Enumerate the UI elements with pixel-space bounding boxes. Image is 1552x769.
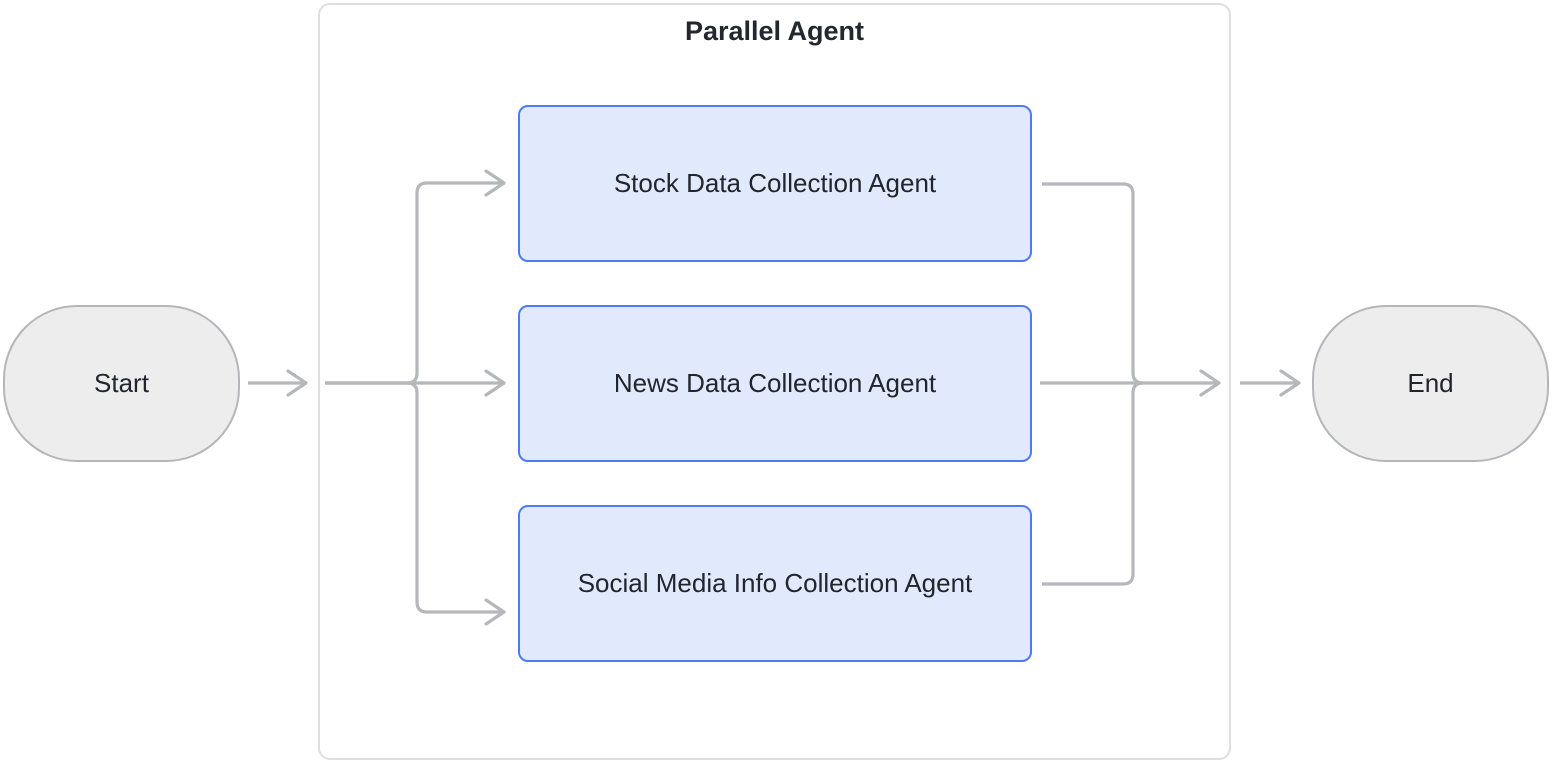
start-node: Start: [3, 305, 240, 462]
agent-node-social: Social Media Info Collection Agent: [518, 505, 1032, 662]
start-node-label: Start: [94, 368, 149, 398]
end-node-label: End: [1407, 368, 1454, 398]
agent-node-news: News Data Collection Agent: [518, 305, 1032, 462]
end-node: End: [1312, 305, 1549, 462]
agent-node-stock: Stock Data Collection Agent: [518, 105, 1032, 262]
agent-node-news-label: News Data Collection Agent: [613, 368, 937, 398]
agent-node-social-label: Social Media Info Collection Agent: [577, 568, 973, 598]
group-title: Parallel Agent: [684, 16, 865, 46]
agent-node-stock-label: Stock Data Collection Agent: [613, 168, 937, 198]
